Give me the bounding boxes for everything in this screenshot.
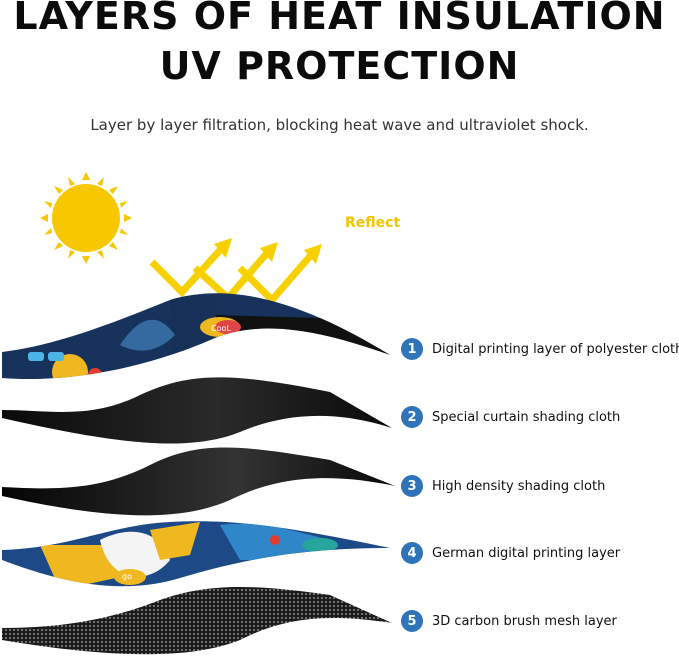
layer-number-badge: 5: [401, 610, 423, 632]
layer-3-fabric: [2, 447, 395, 516]
layer-label: German digital printing layer: [432, 545, 621, 561]
print-cool-text: CooL: [211, 324, 231, 333]
title-line-2: UV PROTECTION: [159, 44, 520, 88]
layer-label: Digital printing layer of polyester clot…: [432, 341, 679, 357]
layer-label: 3D carbon brush mesh layer: [432, 613, 617, 629]
layer-item-3: 3 High density shading cloth: [401, 473, 605, 499]
layer-item-1: 1 Digital printing layer of polyester cl…: [401, 336, 679, 362]
layer-4-fabric: go: [2, 521, 390, 587]
layer-label: High density shading cloth: [432, 478, 606, 494]
layer-number-badge: 3: [401, 475, 423, 497]
layer-1-fabric: CooL: [2, 293, 390, 380]
print-go-text: go: [122, 572, 132, 581]
layer-number-badge: 2: [401, 406, 423, 428]
layer-number-badge: 1: [401, 338, 423, 360]
title-line-1: LAYERS OF HEAT INSULATION: [13, 0, 666, 38]
layer-item-4: 4 German digital printing layer: [401, 540, 620, 566]
layer-item-2: 2 Special curtain shading cloth: [401, 404, 620, 430]
subtitle: Layer by layer filtration, blocking heat…: [90, 116, 589, 134]
arrow-heads-icon: [214, 238, 322, 264]
reflect-label: Reflect: [345, 215, 401, 231]
layer-label: Special curtain shading cloth: [432, 409, 621, 425]
layer-2-fabric: [2, 377, 392, 444]
layer-number-badge: 4: [401, 542, 423, 564]
sun-icon: [40, 172, 132, 264]
layer-item-5: 5 3D carbon brush mesh layer: [401, 608, 617, 634]
reflect-arrows-icon: [149, 245, 315, 306]
layer-5-fabric: [2, 586, 392, 655]
